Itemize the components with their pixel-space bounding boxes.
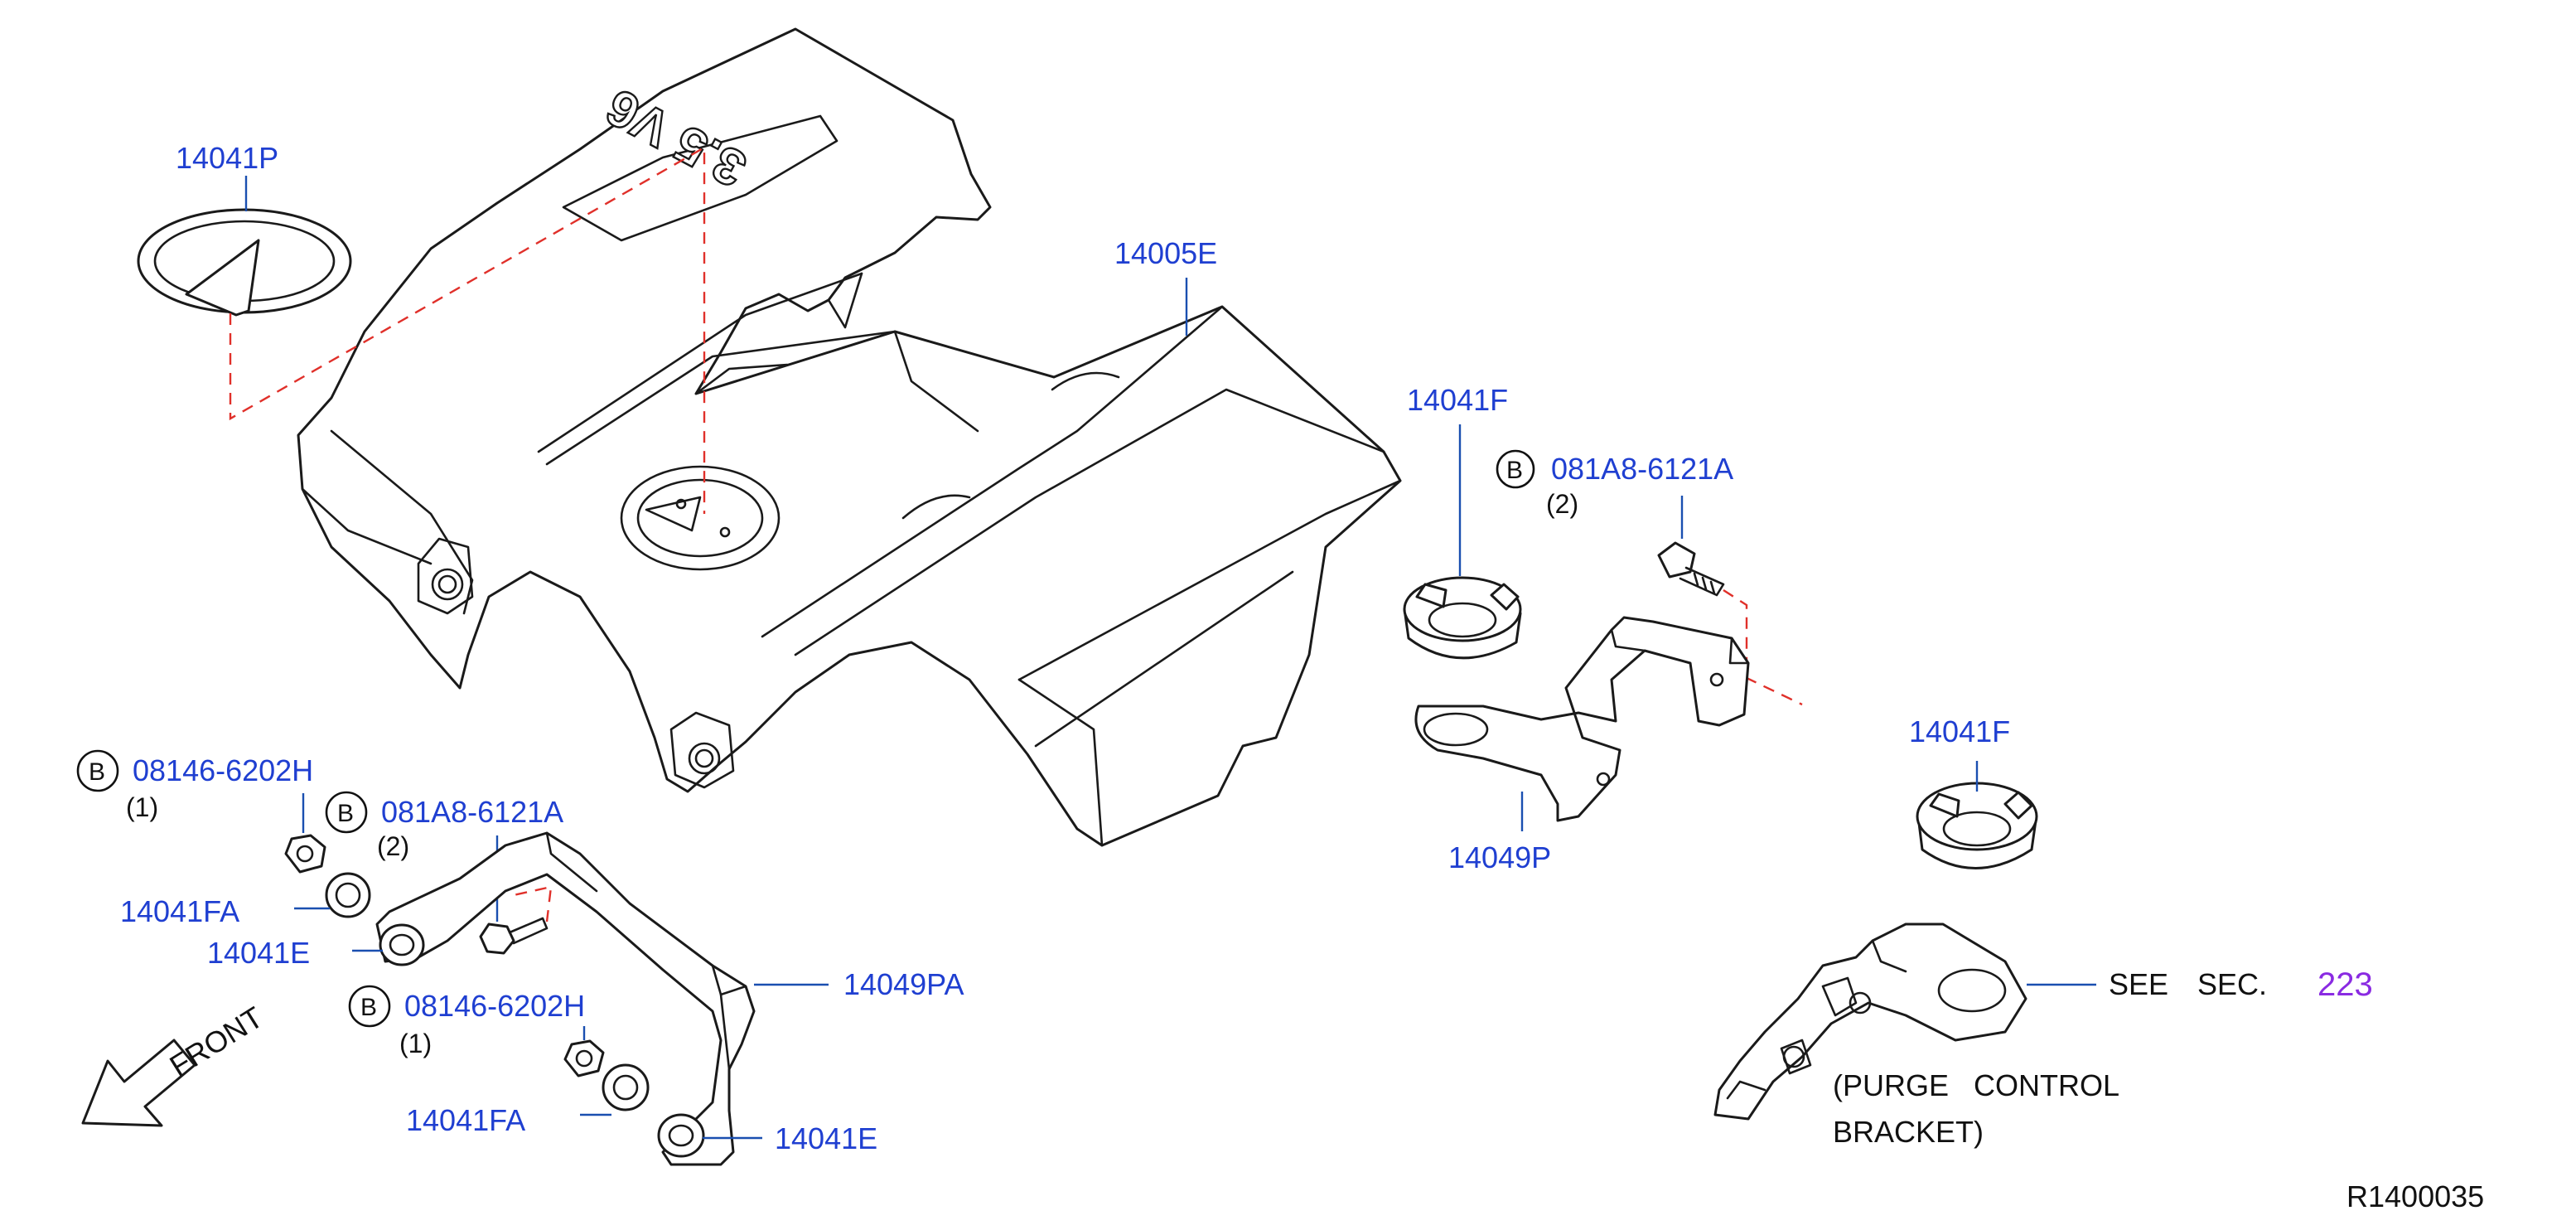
note-line-2: BRACKET) [1833,1115,1984,1149]
qty-bolt-081A8-lower: (2) [377,831,409,861]
diagram-id: R1400035 [2346,1179,2484,1213]
grommet-14041E-lower: 14041E [657,1113,877,1158]
qty-bolt-08146-lower: (1) [399,1029,432,1058]
badge-B-1: B [1506,457,1523,484]
label-14049P: 14049P [1448,840,1551,874]
bolt-08146-6202H-lower: B 08146-6202H (1) [348,985,605,1077]
label-14049PA: 14049PA [843,967,964,1001]
bolt-081A8-6121A-lower: B 081A8-6121A (2) [325,791,563,955]
mount-boss-left [417,537,474,615]
engine-cover-14005E: 3.5 V6 [297,27,1402,847]
bracket-14049P: 14049P [1414,616,1750,874]
note-line-1: (PURGE CONTROL [1833,1068,2119,1102]
badge-B-3: B [89,758,105,786]
label-14041F-upper: 14041F [1407,383,1508,417]
label-bolt-08146-upper: 08146-6202H [133,753,313,787]
label-14041F-lower: 14041F [1909,714,2010,748]
emblem-14041P: 14041P [137,141,352,317]
purge-control-bracket: SEE SEC. 223 (PURGE CONTROL BRACKET) [1713,922,2373,1149]
label-14041FA-lower: 14041FA [406,1103,525,1137]
qty-bolt-081A8-upper: (2) [1546,489,1578,519]
grommet-14041F-upper: 14041F [1403,383,1522,660]
label-14041E-lower: 14041E [775,1121,877,1155]
grommet-14041FA-lower: 14041FA [406,1063,650,1137]
grommet-14041E-upper: 14041E [207,923,425,970]
mount-boss-center [669,711,735,789]
label-14041E-upper: 14041E [207,936,310,970]
front-arrow-icon: FRONT [81,1000,269,1127]
label-14041FA-upper: 14041FA [120,894,239,928]
sec-text: SEC. [2197,967,2267,1001]
label-bolt-081A8-lower: 081A8-6121A [381,795,563,829]
badge-B-4: B [360,994,377,1021]
label-bolt-081A8-upper: 081A8-6121A [1551,452,1733,486]
section-ref-223[interactable]: 223 [2317,966,2373,1003]
bracket-14049PA: 14049PA [375,831,964,1166]
label-14041P: 14041P [176,141,278,175]
badge-B-2: B [337,800,354,827]
front-label: FRONT [164,1000,269,1082]
bolt-08146-6202H-upper: B 08146-6202H (1) [76,749,326,874]
label-bolt-08146-lower: 08146-6202H [404,989,585,1023]
see-text: SEE [2109,967,2168,1001]
bolt-081A8-6121A-upper: B 081A8-6121A (2) [1496,449,1733,597]
qty-bolt-08146-upper: (1) [126,792,158,822]
emblem-location-line [229,145,706,514]
grommet-14041FA-upper: 14041FA [120,872,371,928]
grommet-14041F-lower: 14041F [1909,714,2038,869]
label-14005E: 14005E [1114,236,1217,270]
